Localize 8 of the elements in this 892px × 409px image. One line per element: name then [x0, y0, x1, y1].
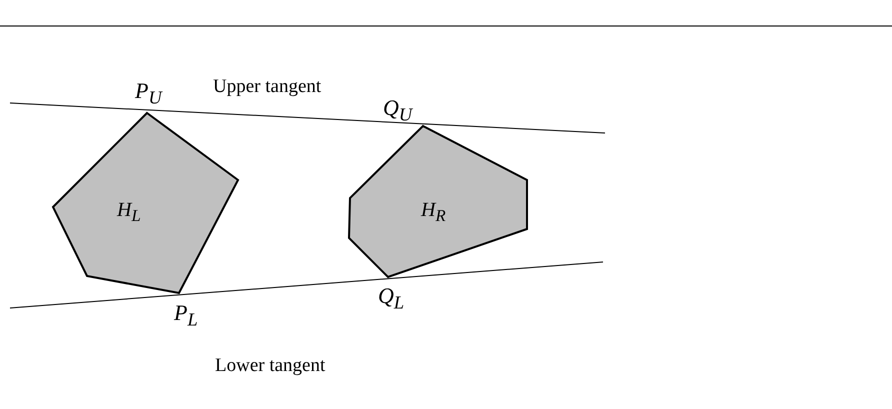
tangent-label: Upper tangent: [213, 77, 322, 96]
point-label: P$_{U}$: [135, 80, 162, 107]
point-label: Q$_{U}$: [383, 97, 412, 124]
hull-label: H$_{L}$: [117, 200, 141, 225]
tangent-label: Lower tangent: [215, 356, 326, 375]
hull-label: H$_{R}$: [421, 200, 446, 225]
point-label: Q$_{L}$: [378, 285, 404, 312]
point-label: P$_{L}$: [174, 302, 198, 329]
